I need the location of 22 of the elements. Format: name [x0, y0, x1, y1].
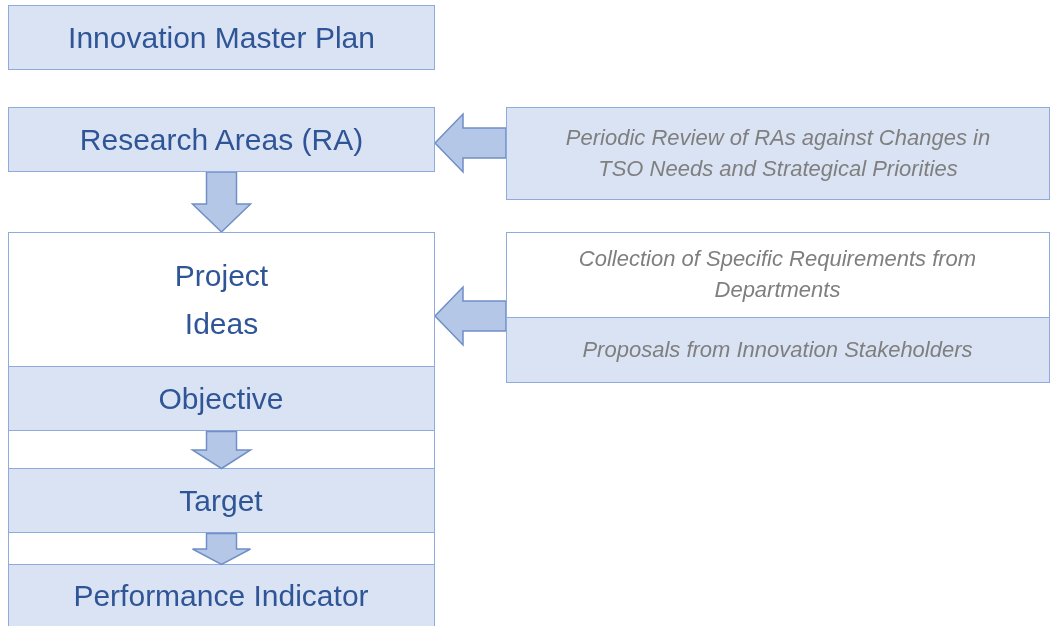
node-label: Collection of Specific Requirements from Departments: [577, 244, 978, 304]
process-box: [7, 564, 435, 626]
group-box: [8, 232, 435, 625]
process-box: [8, 5, 435, 70]
node-label: Proposals from Innovation Stakeholders: [582, 335, 973, 364]
block-arrow: [190, 171, 253, 234]
node-label: Research Areas (RA): [79, 121, 364, 158]
process-box: [506, 107, 1050, 200]
block-arrow: [433, 285, 507, 347]
node-label: Target: [179, 482, 263, 519]
block-arrow: [433, 112, 507, 174]
node-label: Objective: [158, 380, 284, 417]
node-label: Periodic Review of RAs against Changes in TSO Needs and Strategical Priorities: [564, 123, 992, 183]
process-box: [505, 317, 1050, 383]
block-arrow: [189, 430, 254, 470]
process-box: [8, 107, 435, 172]
node-label: Innovation Master Plan: [68, 19, 375, 56]
node-label: Project Ideas: [173, 257, 270, 342]
node-label: Performance Indicator: [73, 577, 369, 614]
block-arrow: [191, 532, 252, 566]
process-box: [7, 366, 435, 431]
process-box: [7, 468, 435, 533]
